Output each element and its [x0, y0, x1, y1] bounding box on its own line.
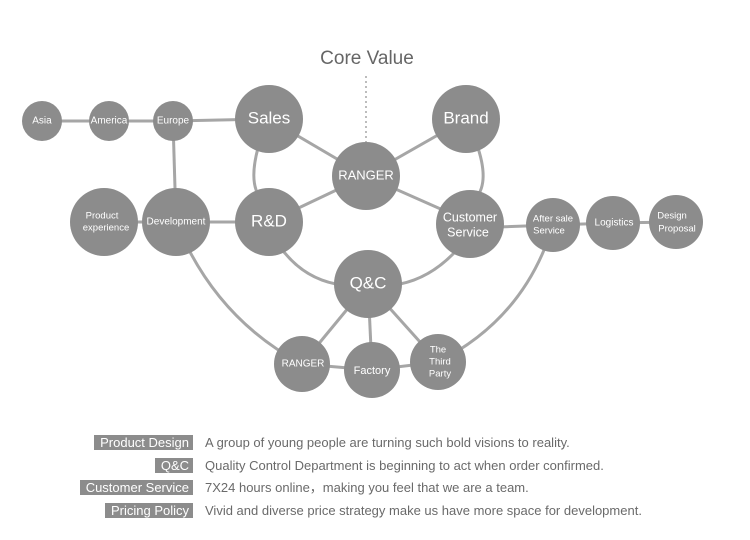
svg-text:After sale: After sale: [533, 214, 573, 225]
legend-tag: Customer Service: [79, 480, 193, 495]
svg-text:Party: Party: [429, 369, 451, 380]
svg-text:RANGER: RANGER: [338, 167, 394, 182]
node-after-sale-service: After sale Service: [526, 198, 580, 252]
node-qc: Q&C: [334, 250, 402, 318]
legend-tag: Product Design: [94, 435, 193, 450]
node-ranger-bottom: RANGER: [274, 336, 330, 392]
core-value-title: Core Value: [320, 48, 414, 69]
node-rd: R&D: [235, 188, 303, 256]
svg-text:Service: Service: [447, 225, 489, 239]
node-design-proposal: Design Proposal: [649, 195, 703, 249]
svg-text:Service: Service: [533, 226, 565, 237]
node-logistics: Logistics: [586, 196, 640, 250]
node-ranger-center: RANGER: [332, 142, 400, 210]
node-development: Development: [142, 188, 210, 256]
legend-row-customer-service: Customer Service 7X24 hours online，makin…: [0, 479, 750, 496]
legend-description: Quality Control Department is beginning …: [205, 458, 604, 473]
legend-tag: Pricing Policy: [104, 503, 193, 518]
legend-row-product-design: Product Design A group of young people a…: [0, 434, 750, 451]
svg-text:Development: Development: [147, 217, 206, 228]
legend-row-pricing-policy: Pricing Policy Vivid and diverse price s…: [0, 502, 750, 519]
core-value-diagram: Core Value Asia America Europe Sales Bra…: [22, 48, 703, 398]
svg-text:Customer: Customer: [443, 210, 497, 224]
svg-text:The: The: [430, 345, 446, 356]
svg-text:America: America: [91, 116, 128, 127]
svg-text:Product: Product: [86, 211, 119, 222]
node-brand: Brand: [432, 85, 500, 153]
node-sales: Sales: [235, 85, 303, 153]
node-asia: Asia: [22, 101, 62, 141]
svg-text:Europe: Europe: [157, 116, 190, 127]
legend-description: 7X24 hours online，making you feel that w…: [205, 480, 529, 495]
svg-text:Q&C: Q&C: [350, 273, 387, 292]
svg-text:Factory: Factory: [354, 365, 391, 377]
svg-text:Third: Third: [429, 357, 451, 368]
svg-text:Asia: Asia: [32, 116, 52, 127]
legend-description: A group of young people are turning such…: [205, 435, 570, 450]
node-product-experience: Product experience: [70, 188, 138, 256]
node-factory: Factory: [344, 342, 400, 398]
legend-tag: Q&C: [154, 458, 193, 473]
svg-text:Logistics: Logistics: [595, 218, 634, 229]
svg-text:R&D: R&D: [251, 211, 287, 230]
svg-text:RANGER: RANGER: [282, 359, 325, 370]
legend-description: Vivid and diverse price strategy make us…: [205, 503, 642, 518]
node-america: America: [89, 101, 129, 141]
svg-text:Sales: Sales: [248, 108, 291, 127]
node-third-party: The Third Party: [410, 334, 466, 390]
svg-text:Proposal: Proposal: [658, 224, 696, 235]
legend-row-qc: Q&C Quality Control Department is beginn…: [0, 457, 750, 474]
edge-rd-qc: [282, 251, 337, 286]
node-customer-service: Customer Service: [436, 190, 504, 258]
svg-text:Brand: Brand: [443, 108, 488, 127]
edge-customerservice-qc: [399, 250, 457, 286]
svg-text:Design: Design: [657, 211, 687, 222]
node-europe: Europe: [153, 101, 193, 141]
svg-text:experience: experience: [83, 223, 129, 234]
